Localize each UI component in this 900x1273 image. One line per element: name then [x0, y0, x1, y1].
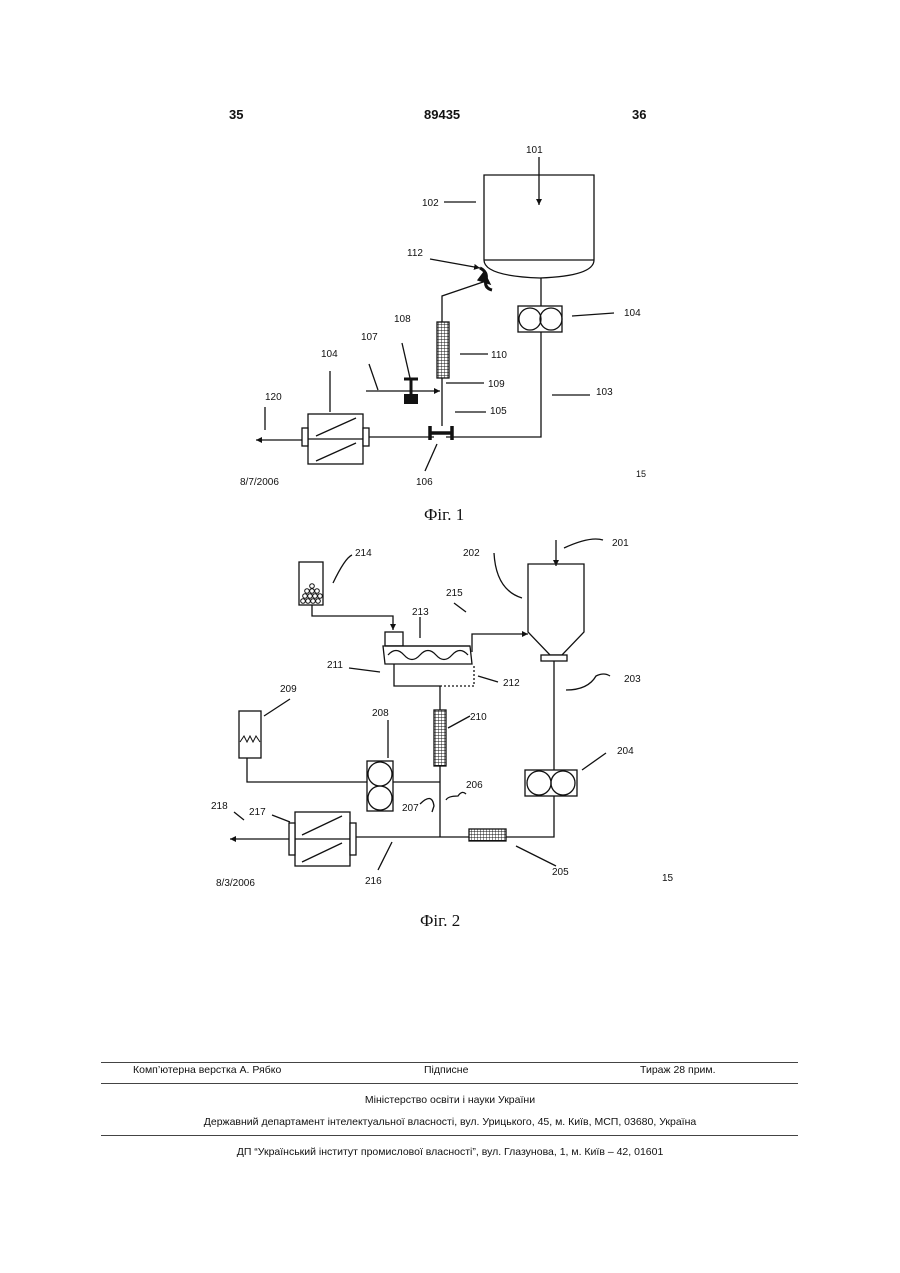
label-201: 201	[612, 538, 629, 549]
label-202: 202	[463, 548, 480, 559]
valve-112	[478, 268, 492, 290]
pump-208	[367, 761, 393, 811]
footer-subscription: Підписне	[424, 1064, 468, 1076]
footer-rule-middle	[101, 1083, 798, 1084]
label-104-pump: 104	[624, 308, 641, 319]
figure-1-date: 8/7/2006	[240, 477, 279, 488]
footer-rule-bottom	[101, 1135, 798, 1136]
label-217: 217	[249, 807, 266, 818]
label-214: 214	[355, 548, 372, 559]
figure-2-caption: Фіг. 2	[420, 911, 460, 931]
figure-2	[230, 539, 610, 870]
label-207: 207	[402, 803, 419, 814]
label-211: 211	[327, 660, 343, 671]
footer-department: Державний департамент інтелектуальної вл…	[0, 1116, 900, 1128]
label-216: 216	[365, 876, 382, 887]
label-107: 107	[361, 332, 378, 343]
extruder-217	[289, 812, 356, 866]
label-205: 205	[552, 867, 569, 878]
label-203: 203	[624, 674, 641, 685]
mixer-extruder-213	[383, 632, 472, 664]
figure-2-corner-number: 15	[662, 873, 674, 884]
footer-institute: ДП “Український інститут промислової вла…	[0, 1146, 900, 1158]
label-204: 204	[617, 746, 634, 757]
static-mixer-110	[437, 322, 449, 378]
label-104-extruder: 104	[321, 349, 338, 360]
patent-drawings: 101 102 112 104 108 110 107 109 104 120 …	[0, 0, 900, 940]
figure-1-caption: Фіг. 1	[424, 505, 464, 525]
static-mixer-205	[469, 829, 506, 841]
hopper-202	[528, 564, 584, 655]
label-102: 102	[422, 198, 439, 209]
pump-204	[525, 770, 577, 796]
label-218: 218	[211, 801, 228, 812]
label-108: 108	[394, 314, 411, 325]
label-210: 210	[470, 712, 487, 723]
label-105: 105	[490, 406, 507, 417]
label-212: 212	[503, 678, 520, 689]
label-103: 103	[596, 387, 613, 398]
footer-ministry: Міністерство освіти і науки України	[0, 1094, 900, 1106]
valve-106	[430, 426, 452, 440]
figure-2-date: 8/3/2006	[216, 878, 255, 889]
label-209: 209	[280, 684, 297, 695]
static-mixer-210	[434, 710, 446, 766]
label-208: 208	[372, 708, 389, 719]
label-110: 110	[491, 350, 507, 361]
label-106: 106	[416, 477, 433, 488]
pump-104-top	[518, 306, 562, 332]
footer-circulation: Тираж 28 прим.	[640, 1064, 716, 1076]
label-206: 206	[466, 780, 483, 791]
extruder-104	[302, 414, 369, 464]
tank-209	[239, 711, 261, 758]
label-109: 109	[488, 379, 505, 390]
label-112: 112	[407, 248, 423, 259]
footer-layout-credit: Комп’ютерна верстка А. Рябко	[133, 1064, 281, 1076]
label-215: 215	[446, 588, 463, 599]
label-101: 101	[526, 145, 543, 156]
label-213: 213	[412, 607, 429, 618]
label-120: 120	[265, 392, 282, 403]
footer-rule-top	[101, 1062, 798, 1063]
figure-1-corner-number: 15	[636, 469, 646, 479]
